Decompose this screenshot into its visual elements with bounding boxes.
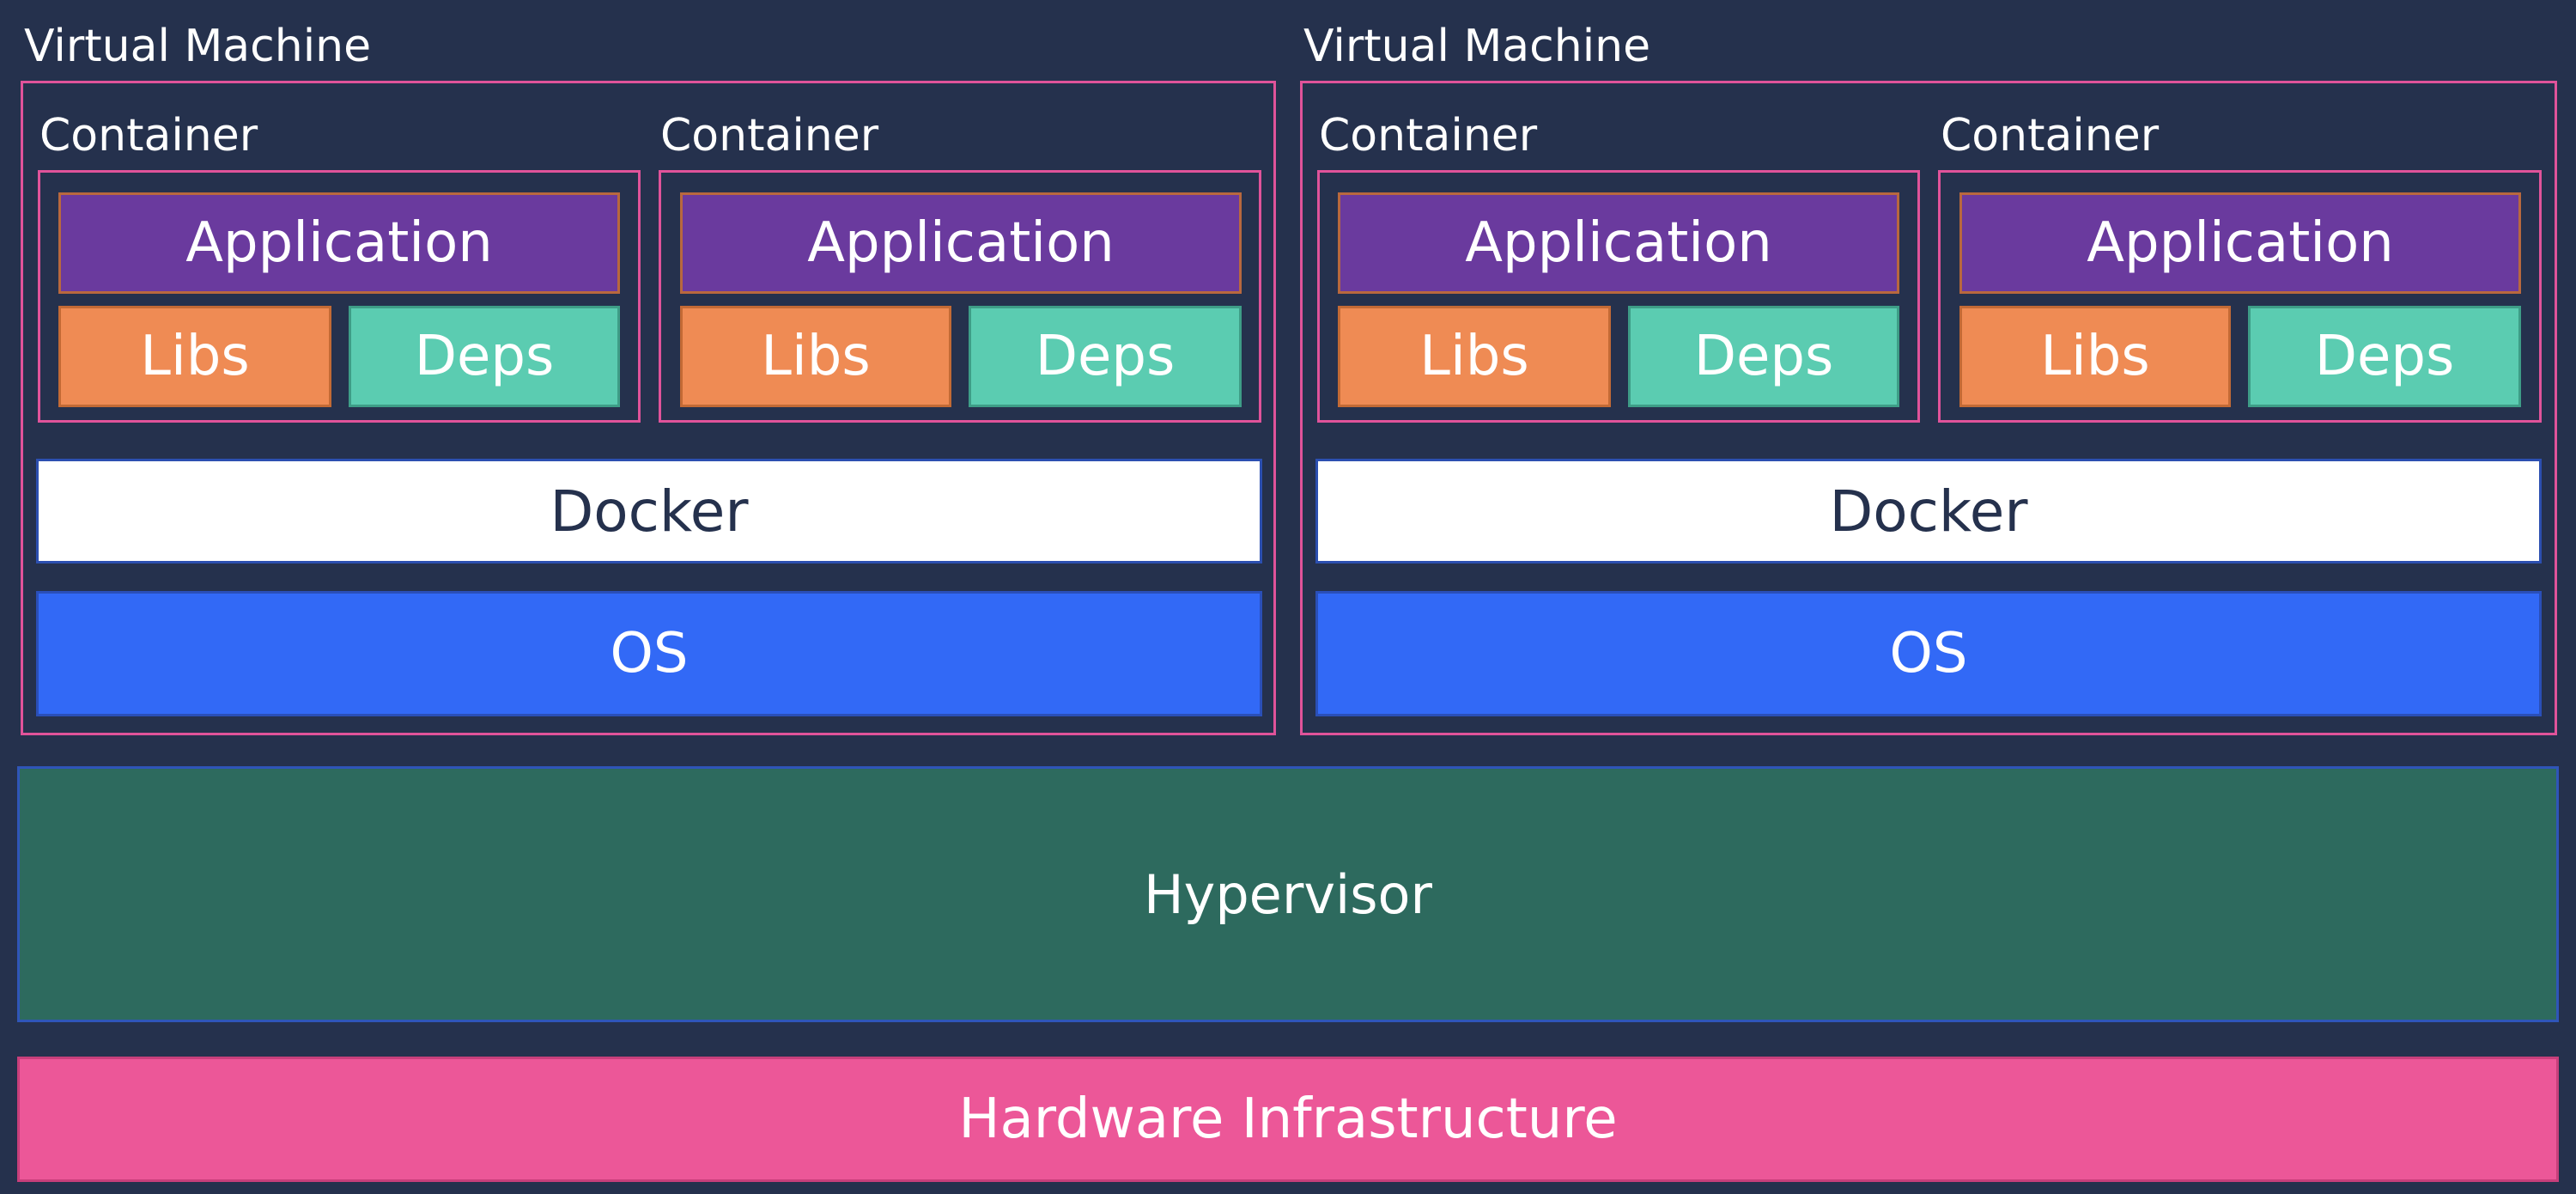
container-frame bbox=[659, 170, 1261, 423]
os-layer: OS bbox=[36, 591, 1262, 716]
docker-layer: Docker bbox=[1315, 459, 2542, 563]
docker-layer: Docker bbox=[36, 459, 1262, 563]
application-block: Application bbox=[1338, 192, 1899, 294]
container-label: Container bbox=[39, 110, 258, 161]
application-block: Application bbox=[680, 192, 1242, 294]
deps-block: Deps bbox=[969, 306, 1242, 407]
libs-block: Libs bbox=[58, 306, 331, 407]
vm-label: Virtual Machine bbox=[24, 21, 372, 72]
container-frame bbox=[1938, 170, 2542, 423]
libs-block: Libs bbox=[1959, 306, 2231, 407]
container-frame bbox=[1317, 170, 1920, 423]
container-label: Container bbox=[1941, 110, 2160, 161]
virtual-machine-frame bbox=[21, 81, 1276, 735]
virtual-machine-frame bbox=[1300, 81, 2557, 735]
hardware-infrastructure-layer: Hardware Infrastructure bbox=[17, 1057, 2559, 1182]
container-label: Container bbox=[660, 110, 879, 161]
deps-block: Deps bbox=[2248, 306, 2521, 407]
application-block: Application bbox=[1959, 192, 2521, 294]
hypervisor-layer: Hypervisor bbox=[17, 766, 2559, 1022]
libs-block: Libs bbox=[680, 306, 951, 407]
vm-label: Virtual Machine bbox=[1303, 21, 1651, 72]
libs-block: Libs bbox=[1338, 306, 1611, 407]
container-label: Container bbox=[1319, 110, 1538, 161]
container-frame bbox=[38, 170, 641, 423]
os-layer: OS bbox=[1315, 591, 2542, 716]
application-block: Application bbox=[58, 192, 620, 294]
deps-block: Deps bbox=[1628, 306, 1899, 407]
deps-block: Deps bbox=[349, 306, 620, 407]
